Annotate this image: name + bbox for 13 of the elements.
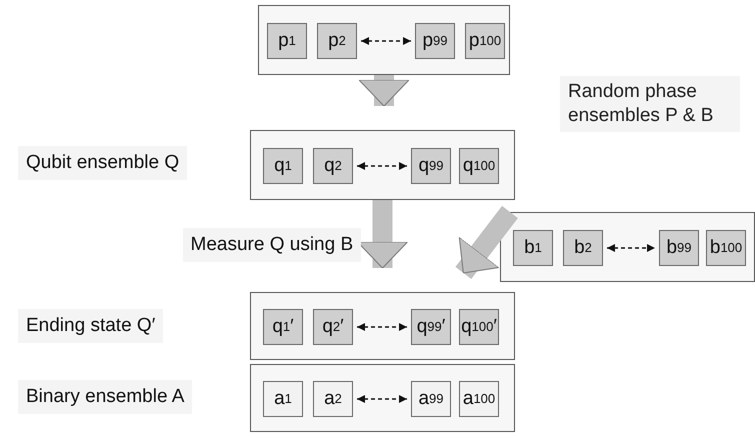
double-arrow — [357, 162, 407, 170]
panel-box — [258, 5, 510, 75]
note-text: Random phase ensembles P & B — [560, 76, 740, 132]
double-arrow — [607, 244, 655, 252]
panel-box — [500, 212, 755, 282]
double-arrow — [357, 395, 407, 403]
ensemble-label: Ending state Q′ — [18, 309, 164, 343]
block-arrow — [358, 75, 410, 106]
edge-label: Measure Q using B — [182, 228, 362, 262]
double-arrow — [361, 37, 411, 45]
ensemble-label: Binary ensemble A — [18, 380, 192, 414]
double-arrow — [357, 323, 407, 331]
ensemble-label: Qubit ensemble Q — [18, 146, 188, 180]
